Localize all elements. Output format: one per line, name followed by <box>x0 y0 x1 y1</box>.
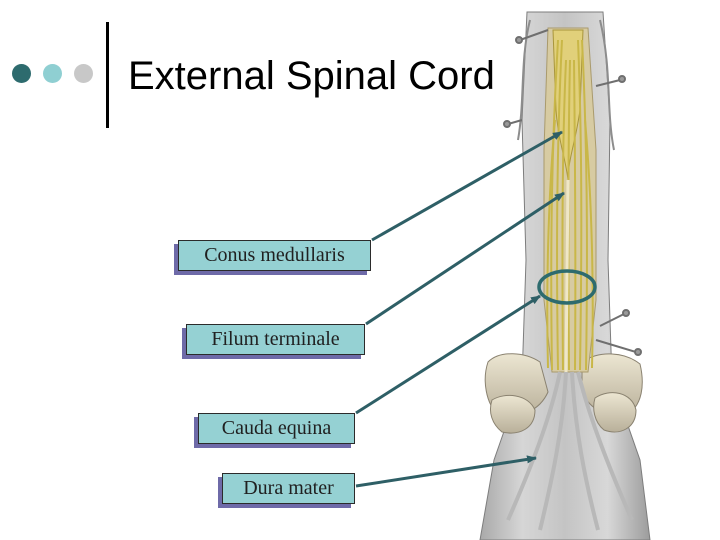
label-conus-medullaris: Conus medullaris <box>178 240 371 271</box>
cauda-equina-roots <box>546 39 594 371</box>
retraction-pins <box>503 29 642 356</box>
dura-fold-right <box>599 19 615 151</box>
filum-terminale <box>564 179 570 373</box>
bullet-dot-light <box>43 64 62 83</box>
vertebra-left <box>484 353 549 434</box>
arrow-conus <box>371 130 563 242</box>
label-dura-mater: Dura mater <box>222 473 355 504</box>
bullet-dot-dark <box>12 64 31 83</box>
dura-fold-left <box>517 19 531 141</box>
vertebra-right <box>581 353 643 433</box>
arrow-filum <box>365 191 565 326</box>
spinal-nerves-lower <box>506 371 634 531</box>
title-divider <box>106 22 109 128</box>
label-cauda-equina: Cauda equina <box>198 413 355 444</box>
label-arrows <box>355 130 565 488</box>
bullet-dot-gray <box>74 64 93 83</box>
arrow-cauda <box>355 294 541 415</box>
label-filum-terminale: Filum terminale <box>186 324 365 355</box>
arrow-dura <box>355 455 537 488</box>
highlight-ellipse <box>537 269 597 305</box>
slide-title: External Spinal Cord <box>128 54 495 98</box>
